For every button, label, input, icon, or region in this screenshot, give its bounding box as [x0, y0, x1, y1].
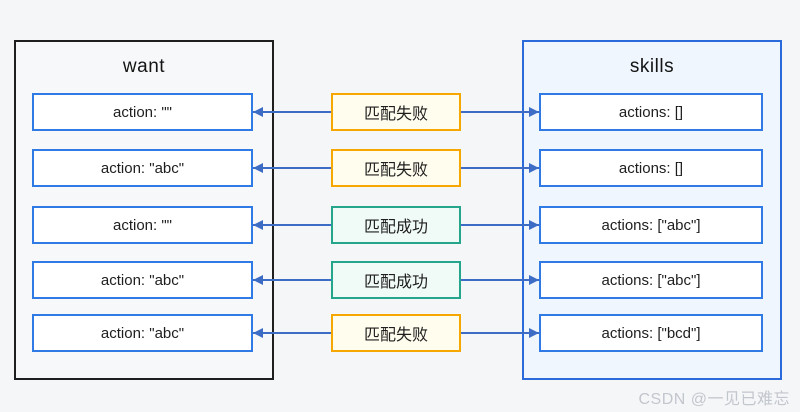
match-status-badge: 匹配成功 [331, 261, 461, 299]
arrow-right-icon [461, 328, 539, 338]
arrow-left-icon [253, 328, 331, 338]
match-status-badge: 匹配失败 [331, 314, 461, 352]
want-action-box: action: "abc" [32, 149, 253, 187]
match-status-badge: 匹配失败 [331, 149, 461, 187]
arrow-left-icon [253, 220, 331, 230]
csdn-watermark: CSDN @一见已难忘 [638, 391, 790, 408]
skills-actions-box: actions: ["bcd"] [539, 314, 763, 352]
want-action-box: action: "" [32, 206, 253, 244]
arrow-right-icon [461, 220, 539, 230]
skills-panel-title: skills [629, 56, 675, 77]
skills-actions-box: actions: ["abc"] [539, 261, 763, 299]
arrow-left-icon [253, 107, 331, 117]
arrow-right-icon [461, 107, 539, 117]
skills-actions-box: actions: [] [539, 93, 763, 131]
arrow-left-icon [253, 163, 331, 173]
want-action-box: action: "abc" [32, 314, 253, 352]
want-panel-title: want [122, 56, 166, 77]
arrow-left-icon [253, 275, 331, 285]
match-status-badge: 匹配失败 [331, 93, 461, 131]
want-action-box: action: "abc" [32, 261, 253, 299]
skills-actions-box: actions: [] [539, 149, 763, 187]
want-action-box: action: "" [32, 93, 253, 131]
match-status-badge: 匹配成功 [331, 206, 461, 244]
arrow-right-icon [461, 163, 539, 173]
skills-actions-box: actions: ["abc"] [539, 206, 763, 244]
arrow-right-icon [461, 275, 539, 285]
